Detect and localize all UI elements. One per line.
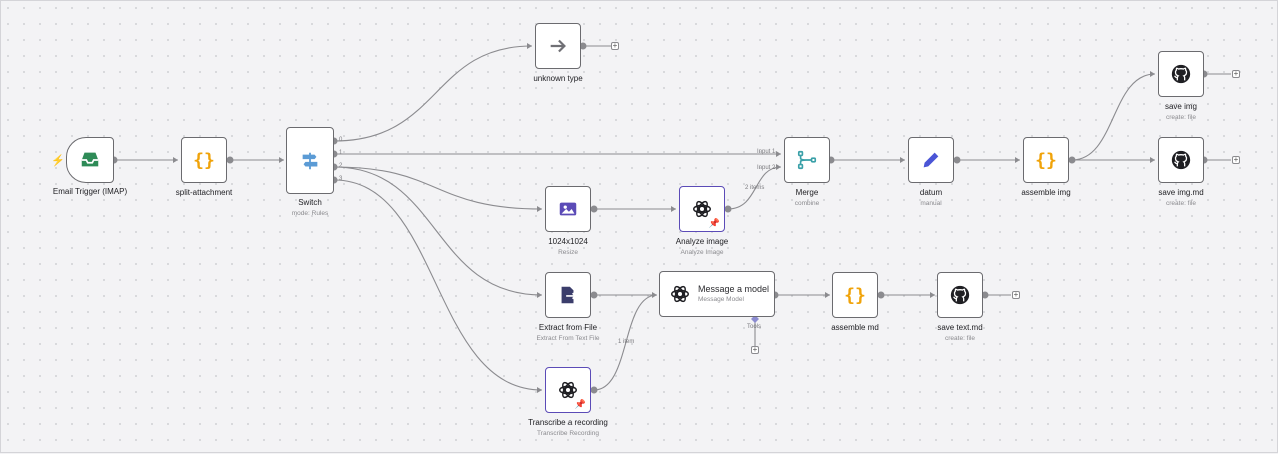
wire [1071,73,1156,161]
pin-icon: 📌 [708,218,720,228]
merge-input-1-label: Input 1 [757,149,776,155]
node-subtitle: create: file [945,335,975,342]
node-label: 1024x1024 [548,237,588,246]
pencil-icon [919,148,943,172]
node-subtitle: Analyze Image [680,249,724,256]
switch-output-1: 1 [339,150,343,156]
node-label: save img [1164,102,1197,111]
openai-icon [556,378,580,402]
node-subtitle: Resize [558,249,578,256]
openai-icon [668,282,692,306]
node-subtitle: mode: Rules [291,210,329,217]
switch-output-3: 3 [339,176,343,182]
node-subtitle: manual [920,200,942,207]
openai-icon [690,197,714,221]
trigger-bolt-icon: ⚡ [51,155,65,167]
node-label: assemble md [831,323,879,332]
node-label: Message a model [698,283,770,294]
email-trigger-node[interactable] [66,137,114,183]
unknown-type-node[interactable] [535,23,581,69]
add-tool-button[interactable]: + [751,345,759,354]
github-icon [1169,62,1193,86]
add-node-button[interactable]: + [611,41,619,50]
transcribe-recording-node[interactable]: 📌 [545,367,591,413]
resize-node[interactable] [545,186,591,232]
wire [727,166,782,210]
node-label: split-attachment [175,188,233,197]
assemble-img-node[interactable]: {} [1023,137,1069,183]
node-subtitle: Message Model [698,295,744,303]
add-node-button[interactable]: + [1232,69,1240,78]
switch-output-0: 0 [339,137,343,143]
node-label: save img.md [1158,188,1204,197]
github-icon [948,283,972,307]
merge-input-2-label: Input 2 [757,165,776,171]
node-subtitle: create: file [1166,114,1196,121]
node-label: unknown type [533,74,583,83]
node-subtitle: create: file [1166,200,1196,207]
save-img-md-node[interactable] [1158,137,1204,183]
image-icon [556,197,580,221]
wire [333,166,543,296]
node-subtitle: combine [794,200,820,207]
node-subtitle: Transcribe Recording [537,430,599,437]
edge-count-label: 1 item [618,339,635,345]
node-label: Analyze image [675,237,729,246]
arrow-right-icon [546,34,570,58]
analyze-image-node[interactable]: 📌 [679,186,725,232]
wire [333,166,543,210]
add-node-button[interactable]: + [1232,155,1240,164]
node-subtitle: Extract From Text File [536,335,600,342]
message-model-node[interactable]: Message a model Message Model [659,271,775,317]
inbox-icon [78,148,102,172]
wire [333,179,543,391]
tools-connector-label: Tools [747,324,762,330]
merge-node[interactable] [784,137,830,183]
code-braces-icon: {} [844,284,866,306]
node-label: assemble img [1021,188,1071,197]
node-label: save text.md [937,323,983,332]
wire [333,45,533,142]
github-icon [1169,148,1193,172]
node-label: Email Trigger (IMAP) [52,187,128,196]
code-braces-icon: {} [193,149,215,171]
save-text-md-node[interactable] [937,272,983,318]
node-label: datum [919,188,943,197]
merge-icon [795,148,819,172]
assemble-md-node[interactable]: {} [832,272,878,318]
node-label: Switch [298,198,322,207]
switch-node[interactable] [286,127,334,194]
code-braces-icon: {} [1035,149,1057,171]
add-node-button[interactable]: + [1012,290,1020,299]
switch-output-2: 2 [339,163,343,169]
save-img-node[interactable] [1158,51,1204,97]
signpost-icon [298,149,322,173]
node-label: Merge [795,188,819,197]
datum-node[interactable] [908,137,954,183]
pin-icon: 📌 [574,399,586,409]
extract-from-file-node[interactable] [545,272,591,318]
file-export-icon [556,283,580,307]
edge-count-label: 2 items [745,185,765,191]
split-attachment-node[interactable]: {} [181,137,227,183]
node-label: Transcribe a recording [528,418,608,427]
wire [593,294,658,391]
node-label: Extract from File [538,323,598,332]
